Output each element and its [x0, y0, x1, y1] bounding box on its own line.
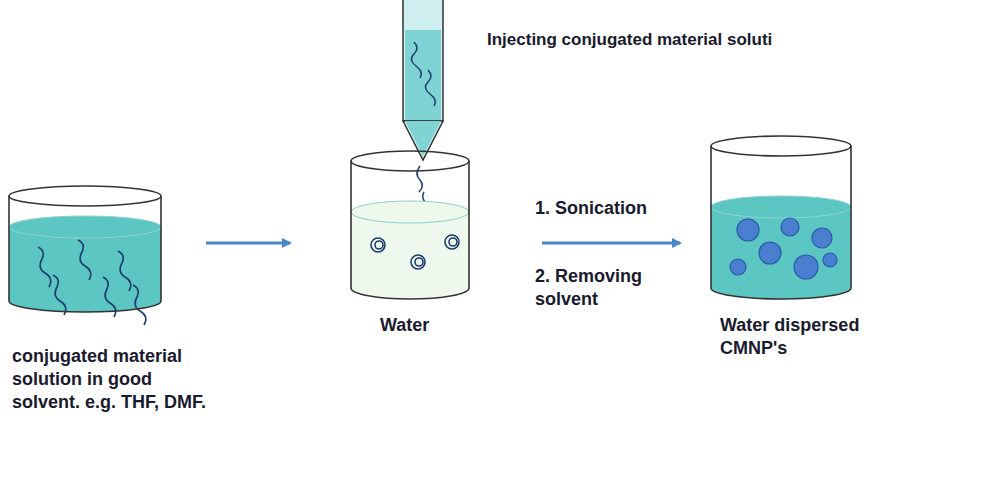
step-label: 2. Removing solvent: [535, 265, 665, 311]
beaker-outline: [8, 185, 162, 313]
beaker: conjugated material solution in good sol…: [8, 185, 162, 313]
step-label: 1. Sonication: [535, 197, 695, 220]
beaker-outline: [710, 135, 852, 300]
beaker: Water: [350, 150, 470, 300]
process-arrow: [206, 242, 290, 245]
beaker: Water dispersed CMNP's: [710, 135, 852, 300]
annotation: Injecting conjugated material soluti: [487, 28, 992, 51]
beaker-caption: conjugated material solution in good sol…: [12, 345, 212, 414]
beaker-outline: [350, 150, 470, 300]
beaker-caption: Water dispersed CMNP's: [720, 314, 890, 360]
beaker-caption: Water: [380, 314, 500, 337]
process-arrow: [542, 242, 680, 245]
